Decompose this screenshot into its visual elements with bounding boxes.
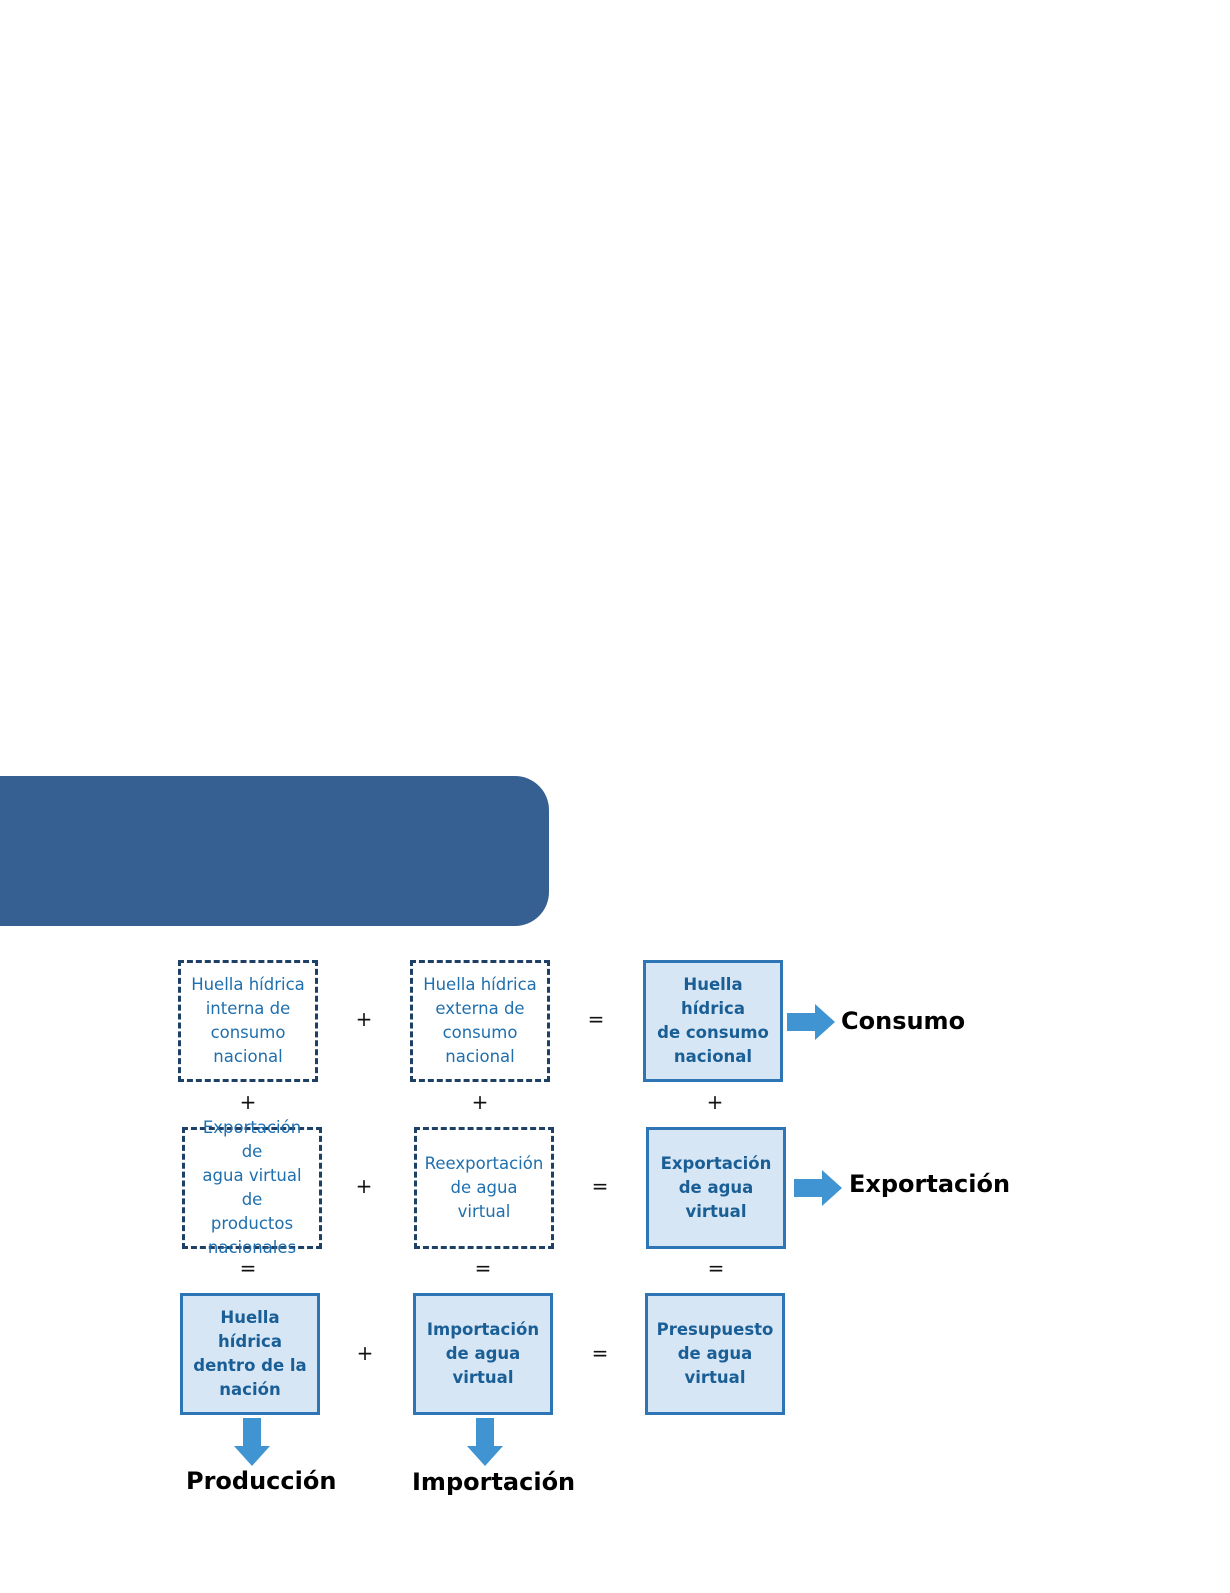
box-footprint-within-nation: Huella hídrica dentro de la nación <box>180 1293 320 1415</box>
equals-operator: = <box>591 1341 609 1365</box>
box-national-consumption-footprint: Huella hídrica de consumo nacional <box>643 960 783 1082</box>
equals-operator: = <box>587 1007 605 1031</box>
label-export: Exportación <box>849 1170 1011 1198</box>
plus-operator: + <box>239 1090 257 1114</box>
box-text: Huella hídrica dentro de la nación <box>193 1308 307 1399</box>
equals-operator: = <box>239 1256 257 1280</box>
arrow-down-icon <box>467 1418 503 1466</box>
box-external-consumption-footprint: Huella hídrica externa de consumo nacion… <box>410 960 550 1082</box>
arrow-right-icon <box>787 1004 835 1040</box>
box-virtual-water-budget: Presupuesto de agua virtual <box>645 1293 785 1415</box>
box-virtual-water-export: Exportación de agua virtual <box>646 1127 786 1249</box>
equals-operator: = <box>591 1174 609 1198</box>
box-reexport-virtual-water: Reexportación de agua virtual <box>414 1127 554 1249</box>
box-text: Exportación de agua virtual de productos… <box>202 1118 302 1257</box>
header-banner <box>0 776 549 926</box>
plus-operator: + <box>471 1090 489 1114</box>
box-text: Exportación de agua virtual <box>660 1154 772 1221</box>
label-import: Importación <box>412 1468 576 1496</box>
box-internal-consumption-footprint: Huella hídrica interna de consumo nacion… <box>178 960 318 1082</box>
box-text: Huella hídrica de consumo nacional <box>657 975 769 1066</box>
box-text: Huella hídrica interna de consumo nacion… <box>191 975 305 1066</box>
box-text: Importación de agua virtual <box>426 1320 540 1387</box>
label-production: Producción <box>186 1467 337 1495</box>
box-export-national-products: Exportación de agua virtual de productos… <box>182 1118 322 1257</box>
plus-operator: + <box>706 1090 724 1114</box>
equals-operator: = <box>707 1256 725 1280</box>
plus-operator: + <box>355 1174 373 1198</box>
box-virtual-water-import: Importación de agua virtual <box>413 1293 553 1415</box>
box-text: Reexportación de agua virtual <box>424 1154 544 1221</box>
box-text: Huella hídrica externa de consumo nacion… <box>423 975 537 1066</box>
label-consumption: Consumo <box>841 1007 966 1035</box>
plus-operator: + <box>356 1341 374 1365</box>
plus-operator: + <box>355 1007 373 1031</box>
arrow-down-icon <box>234 1418 270 1466</box>
box-text: Presupuesto de agua virtual <box>656 1320 774 1387</box>
equals-operator: = <box>474 1256 492 1280</box>
arrow-right-icon <box>794 1170 842 1206</box>
